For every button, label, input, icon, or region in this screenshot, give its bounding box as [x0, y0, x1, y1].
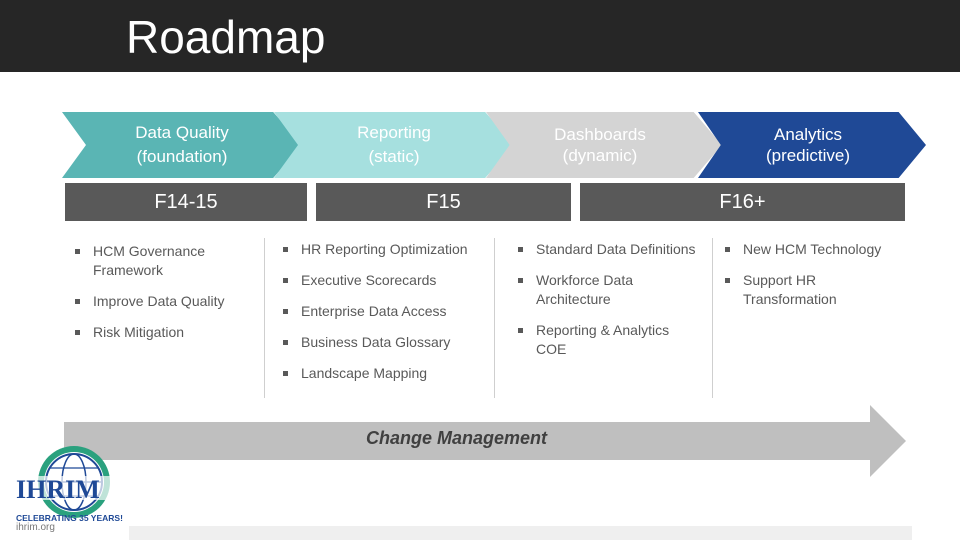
- column-divider: [494, 238, 495, 398]
- bullet-item: Support HR Transformation: [724, 271, 909, 309]
- stage-label: Data Quality: [135, 123, 229, 142]
- bullet-item: HR Reporting Optimization: [282, 240, 494, 259]
- stage-analytics: Analytics (predictive): [698, 112, 926, 178]
- stage-label: Analytics: [773, 125, 843, 144]
- column-data-quality: HCM Governance Framework Improve Data Qu…: [74, 242, 264, 354]
- footer-bar: [129, 526, 912, 540]
- stage-data-quality: Data Quality (foundation): [62, 112, 302, 178]
- stage-sublabel: (dynamic): [562, 146, 638, 165]
- column-divider: [264, 238, 265, 398]
- stage-label: Dashboards: [554, 125, 646, 144]
- svg-text:CELEBRATING 35 YEARS!: CELEBRATING 35 YEARS!: [16, 513, 123, 523]
- phase-f16-plus: F16+: [580, 183, 905, 221]
- column-analytics: New HCM Technology Support HR Transforma…: [724, 240, 909, 321]
- bullet-item: Workforce Data Architecture: [517, 271, 702, 309]
- column-reporting: HR Reporting Optimization Executive Scor…: [282, 240, 494, 395]
- phase-f15: F15: [316, 183, 571, 221]
- header-bar: [0, 0, 960, 72]
- bullet-item: Standard Data Definitions: [517, 240, 702, 259]
- stage-sublabel: (predictive): [765, 146, 851, 165]
- stage-sublabel: (static): [368, 147, 420, 166]
- bullet-item: Reporting & Analytics COE: [517, 321, 702, 359]
- bullet-item: Improve Data Quality: [74, 292, 264, 311]
- change-management-label: Change Management: [366, 428, 548, 448]
- bullet-item: Executive Scorecards: [282, 271, 494, 290]
- bullet-item: Enterprise Data Access: [282, 302, 494, 321]
- page-title: Roadmap: [126, 11, 326, 63]
- stage-dashboards: Dashboards (dynamic): [486, 112, 722, 178]
- bullet-item: Risk Mitigation: [74, 323, 264, 342]
- stage-reporting: Reporting (static): [274, 112, 514, 178]
- stage-label: Reporting: [357, 123, 431, 142]
- svg-text:IHRIM: IHRIM: [16, 475, 100, 504]
- stage-sublabel: (foundation): [136, 147, 228, 166]
- phase-f14-15: F14-15: [65, 183, 307, 221]
- change-management-arrow: [64, 405, 906, 477]
- bullet-item: New HCM Technology: [724, 240, 909, 259]
- ihrim-logo: IHRIM CELEBRATING 35 YEARS!: [14, 446, 123, 523]
- bullet-item: Business Data Glossary: [282, 333, 494, 352]
- column-dashboards: Standard Data Definitions Workforce Data…: [517, 240, 702, 371]
- logo-site: ihrim.org: [16, 522, 55, 533]
- bullet-item: Landscape Mapping: [282, 364, 494, 383]
- column-divider: [712, 238, 713, 398]
- bullet-item: HCM Governance Framework: [74, 242, 264, 280]
